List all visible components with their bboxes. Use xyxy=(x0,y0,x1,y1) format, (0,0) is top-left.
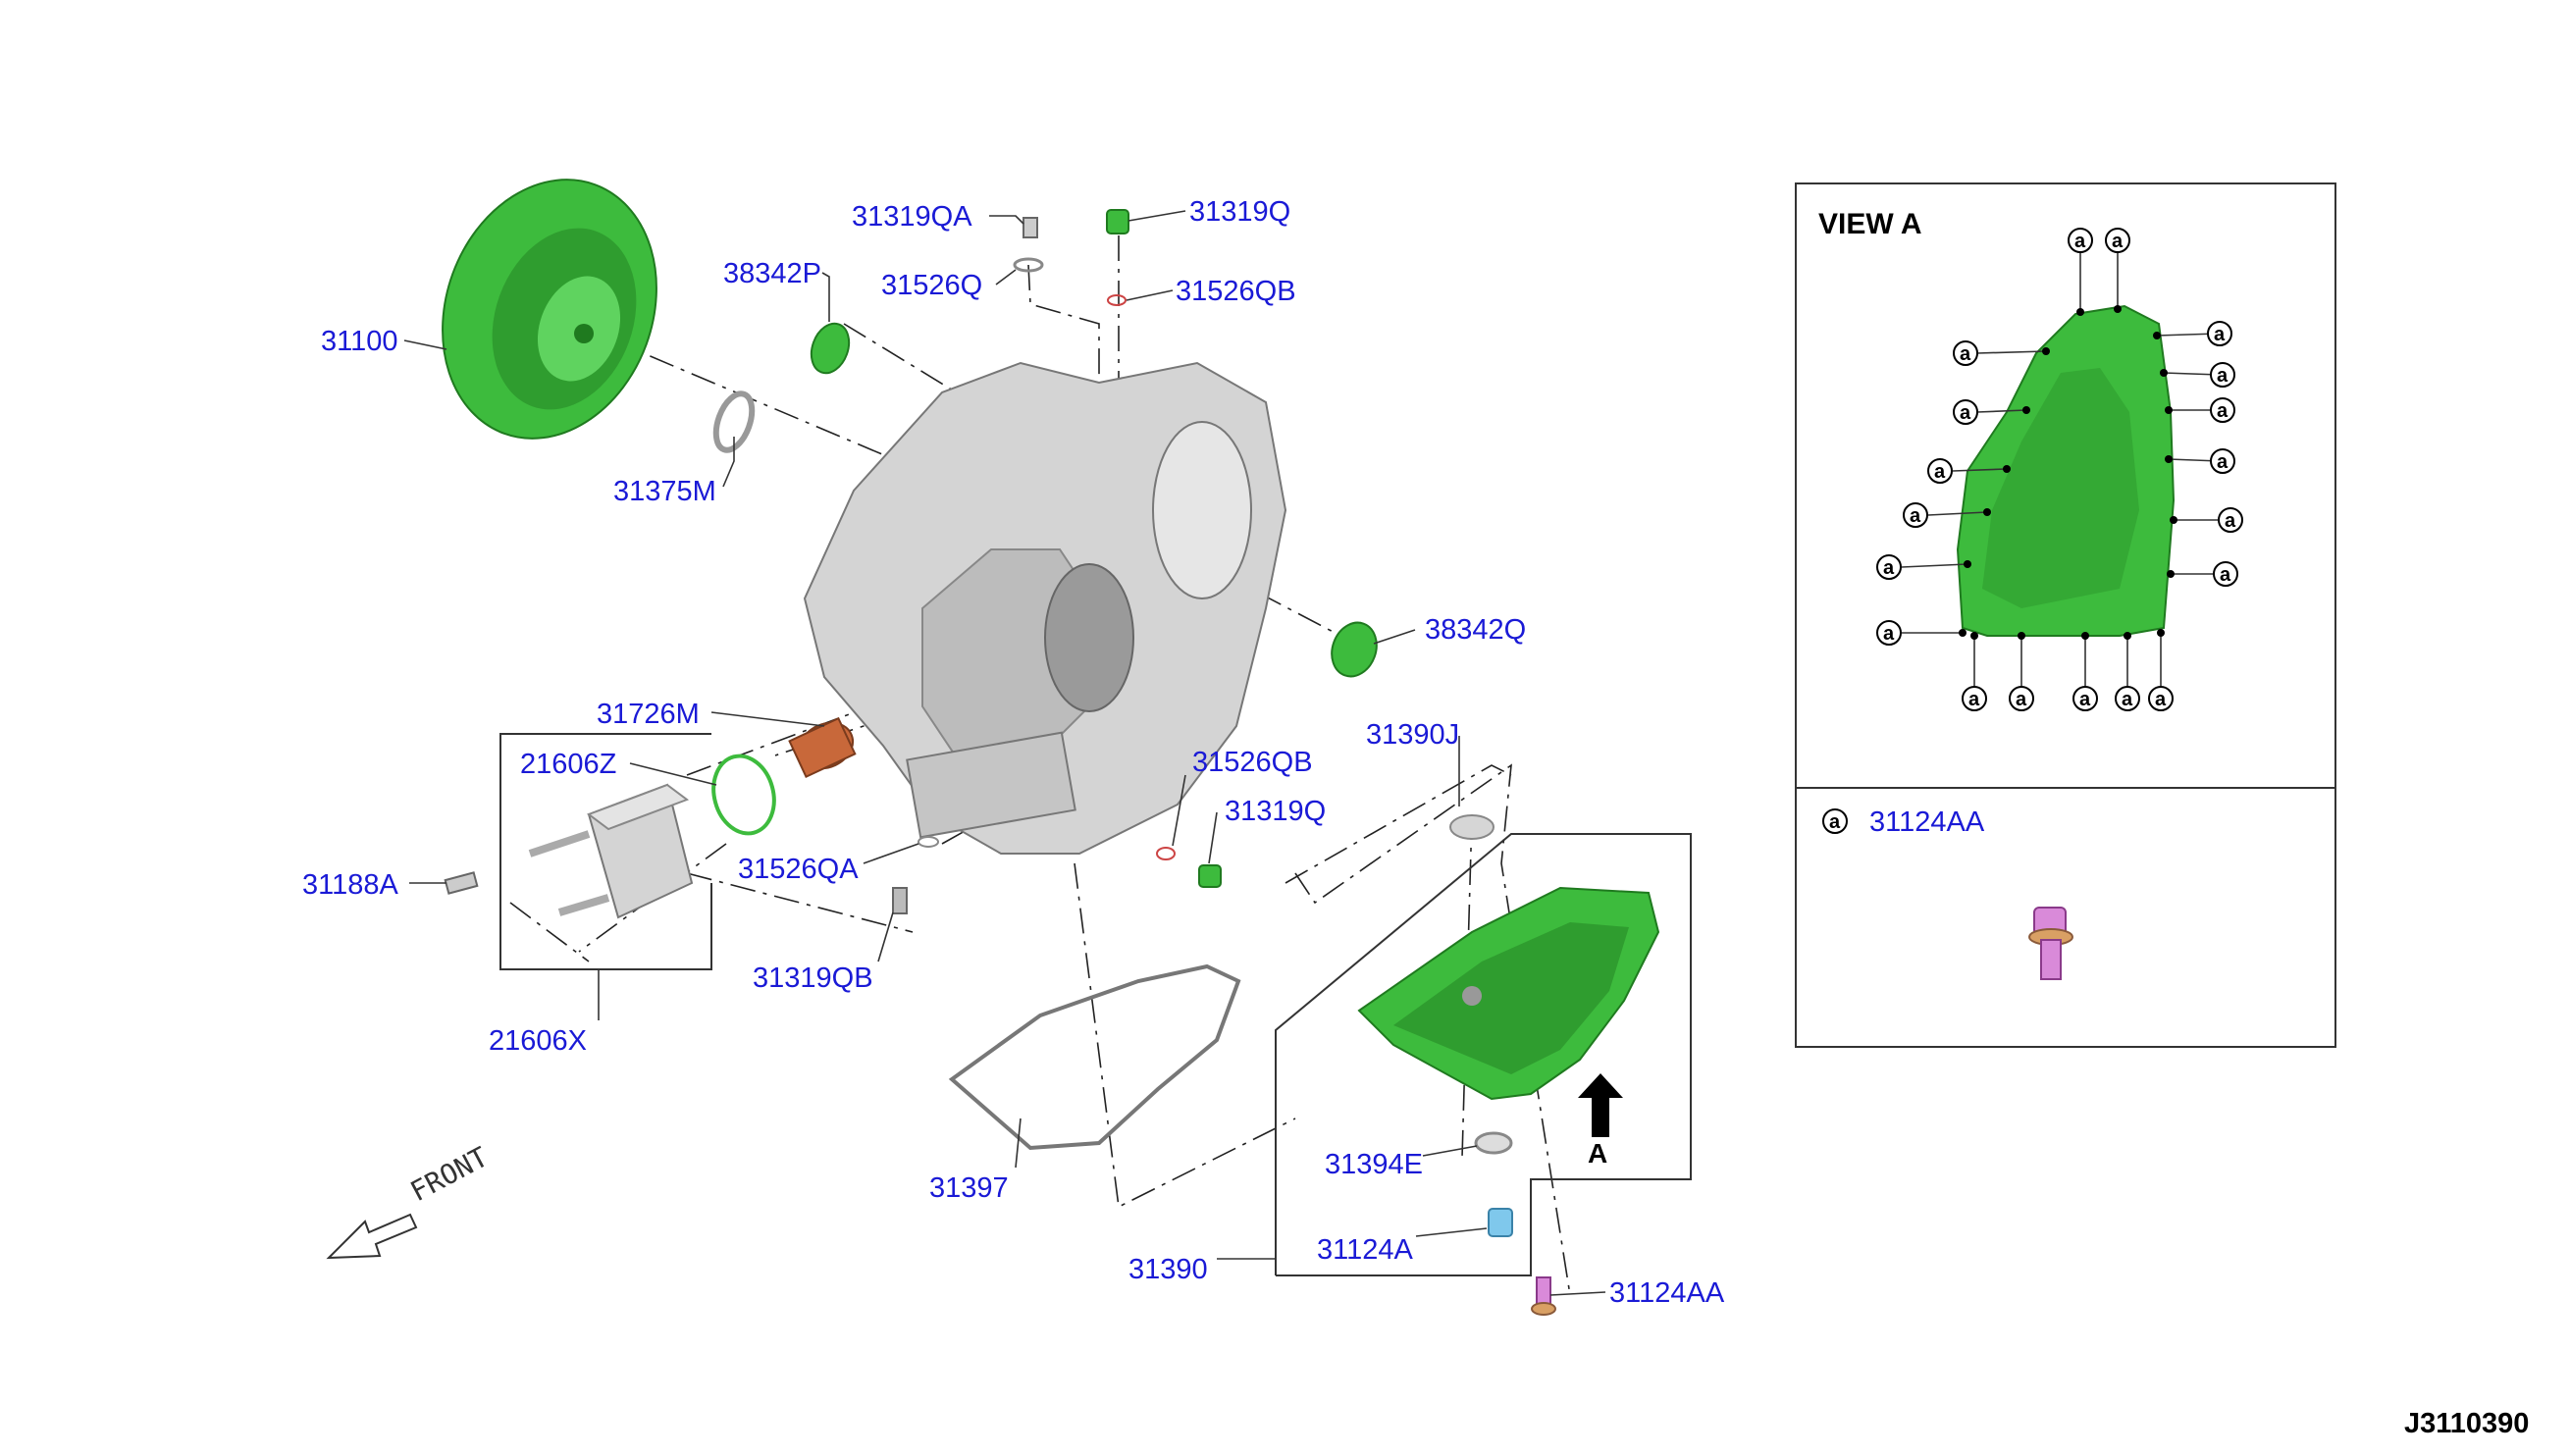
part-label[interactable]: 31526Q xyxy=(881,270,982,301)
part-label[interactable]: 31319QB xyxy=(753,962,873,994)
bolt-points xyxy=(1959,305,2177,640)
svg-text:a: a xyxy=(2122,689,2133,710)
washer-31526QB-top[interactable] xyxy=(1107,294,1127,306)
arrow-label: A xyxy=(1588,1138,1607,1169)
plug-31319QB[interactable] xyxy=(892,887,908,914)
svg-text:a: a xyxy=(1829,811,1841,833)
diagram-code: J3110390 xyxy=(2404,1408,2529,1439)
svg-text:a: a xyxy=(1910,505,1921,527)
o-ring-21606Z[interactable] xyxy=(706,750,783,841)
symbol-a-markers: a a a a a a a a a a a a a a a a a a a xyxy=(1876,228,2243,711)
bolt-31188A[interactable] xyxy=(444,871,479,895)
view-a-title: VIEW A xyxy=(1818,208,1922,240)
gasket-31397[interactable] xyxy=(948,963,1241,1151)
part-label[interactable]: 31124A xyxy=(1317,1234,1413,1266)
part-label[interactable]: 31319QA xyxy=(852,201,972,233)
svg-text:a: a xyxy=(2214,324,2226,345)
transmission-case[interactable] xyxy=(803,361,1287,855)
part-label[interactable]: 31390J xyxy=(1366,719,1459,751)
view-a-panel: VIEW A xyxy=(1795,182,2336,1048)
torque-converter-31100[interactable] xyxy=(407,149,692,469)
part-label[interactable]: 21606Z xyxy=(520,749,616,780)
bolt-31124AA-detail xyxy=(2028,907,2073,980)
part-label[interactable]: 38342P xyxy=(723,258,821,289)
part-label[interactable]: 31394E xyxy=(1325,1149,1423,1180)
seal-38342Q[interactable] xyxy=(1325,616,1384,683)
washer-31526QA[interactable] xyxy=(918,836,939,848)
svg-text:a: a xyxy=(2217,400,2229,422)
drain-plug-31124A[interactable] xyxy=(1488,1208,1513,1237)
leader-lines xyxy=(403,210,1606,1296)
magnet-31390J[interactable] xyxy=(1449,814,1495,840)
svg-text:a: a xyxy=(1883,623,1895,645)
svg-text:a: a xyxy=(1883,557,1895,579)
washer-31526Q[interactable] xyxy=(1013,257,1044,273)
svg-text:a: a xyxy=(2217,451,2229,473)
part-label[interactable]: 31319Q xyxy=(1189,196,1290,228)
plug-31319Q-top[interactable] xyxy=(1106,209,1129,234)
oil-pan-group-31390 xyxy=(1275,833,1692,1276)
cooler-bracket-21606X xyxy=(499,733,712,970)
svg-text:a: a xyxy=(2016,689,2027,710)
svg-text:a: a xyxy=(2217,365,2229,387)
seal-38342P[interactable] xyxy=(805,318,856,378)
part-label[interactable]: 31397 xyxy=(929,1172,1009,1204)
part-label[interactable]: 31726M xyxy=(597,699,700,730)
bolt-31124AA[interactable] xyxy=(1531,1276,1556,1316)
washer-31526QB-mid[interactable] xyxy=(1156,847,1176,860)
legend-row: a xyxy=(1822,808,1848,834)
part-label[interactable]: 31319Q xyxy=(1225,796,1326,827)
svg-text:a: a xyxy=(1934,461,1946,483)
bolt-31319QA[interactable] xyxy=(1023,217,1038,238)
svg-text:a: a xyxy=(2220,564,2231,586)
part-label[interactable]: 38342Q xyxy=(1425,614,1526,646)
front-label: FRONT xyxy=(405,1140,494,1208)
legend-part-label[interactable]: 31124AA xyxy=(1869,806,1985,838)
part-label[interactable]: 31100 xyxy=(321,326,398,357)
part-label[interactable]: 31526QB xyxy=(1192,747,1313,778)
svg-text:a: a xyxy=(1968,689,1980,710)
part-label[interactable]: 31390 xyxy=(1128,1254,1208,1285)
washer-31394E[interactable] xyxy=(1474,1131,1513,1155)
oil-filter-31726M[interactable] xyxy=(788,714,861,778)
plug-31319Q-mid[interactable] xyxy=(1198,864,1222,888)
svg-text:a: a xyxy=(2112,231,2124,252)
svg-text:a: a xyxy=(2079,689,2091,710)
seal-31375M[interactable] xyxy=(709,389,760,454)
part-label[interactable]: 31526QB xyxy=(1176,276,1296,307)
svg-text:a: a xyxy=(2155,689,2167,710)
part-labels: 31100 31375M 38342P 31319QA 31526Q 31319… xyxy=(302,196,1725,1309)
svg-text:a: a xyxy=(1960,343,1971,365)
part-label[interactable]: 31526QA xyxy=(738,854,859,885)
svg-text:a: a xyxy=(2074,231,2086,252)
part-label[interactable]: 31124AA xyxy=(1609,1277,1725,1309)
oil-cooler-21606X[interactable] xyxy=(528,783,694,919)
part-label[interactable]: 31375M xyxy=(613,476,716,507)
front-direction-indicator: FRONT xyxy=(326,1140,494,1260)
oil-pan-31390[interactable] xyxy=(1357,886,1660,1101)
arrow-view-a xyxy=(1578,1073,1623,1137)
part-label[interactable]: 21606X xyxy=(489,1025,587,1057)
part-label[interactable]: 31188A xyxy=(302,869,398,901)
svg-text:a: a xyxy=(2225,510,2236,532)
svg-text:a: a xyxy=(1960,402,1971,424)
